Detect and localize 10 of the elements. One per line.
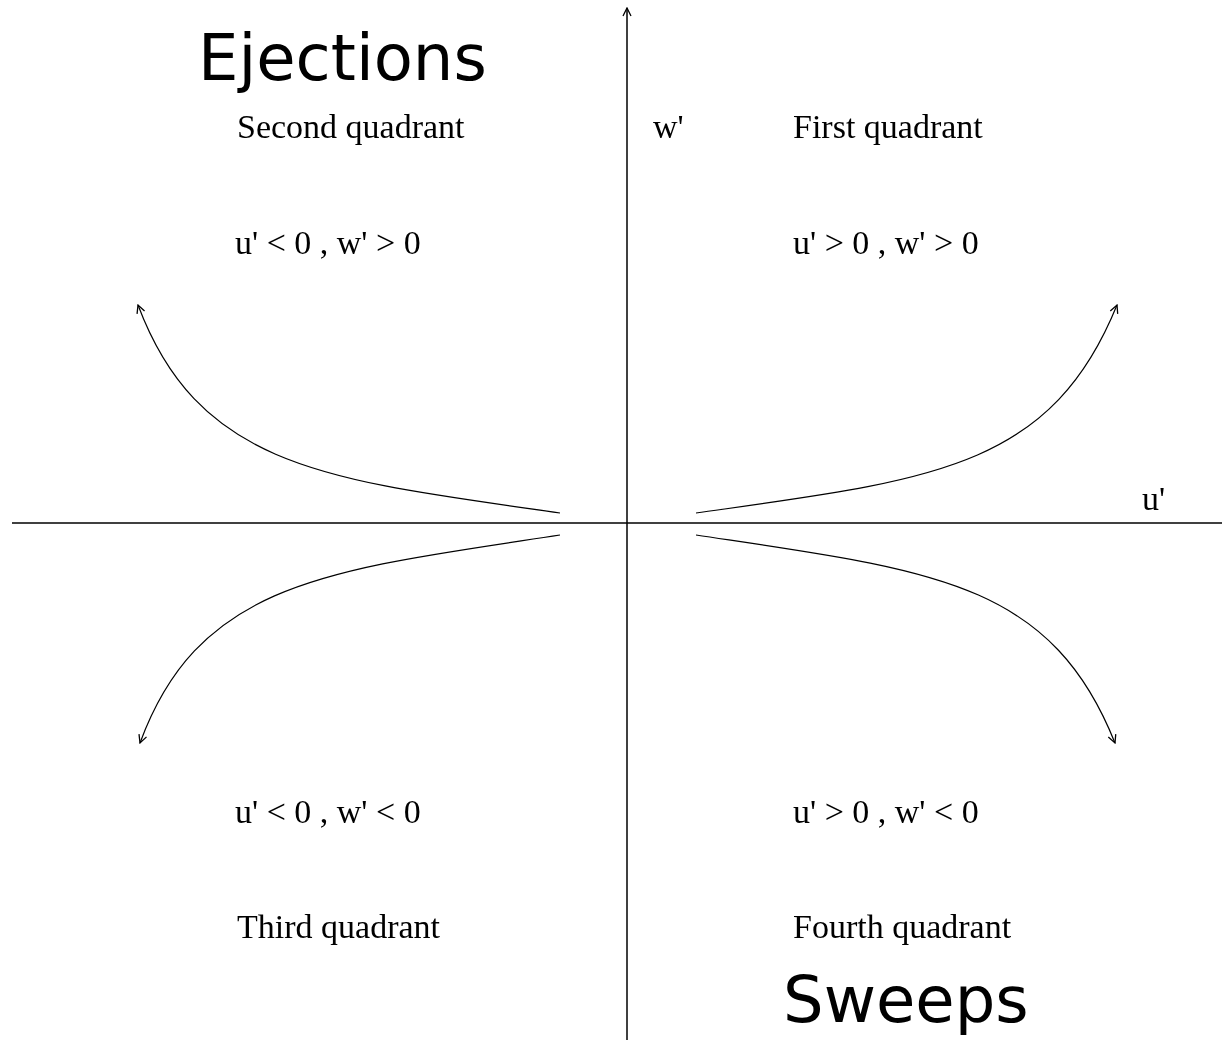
axis-label: u' [1142, 482, 1166, 516]
condition-label: u' > 0 , w' > 0 [793, 226, 979, 260]
quadrant-label: First quadrant [793, 110, 983, 144]
quadrant-label: Third quadrant [237, 910, 440, 944]
quadrant-label: Fourth quadrant [793, 910, 1012, 944]
condition-label: u' > 0 , w' < 0 [793, 795, 979, 829]
condition-label: u' < 0 , w' < 0 [235, 795, 421, 829]
axis-label: w' [653, 110, 684, 144]
condition-label: u' < 0 , w' > 0 [235, 226, 421, 260]
quadrant-label: Second quadrant [237, 110, 465, 144]
